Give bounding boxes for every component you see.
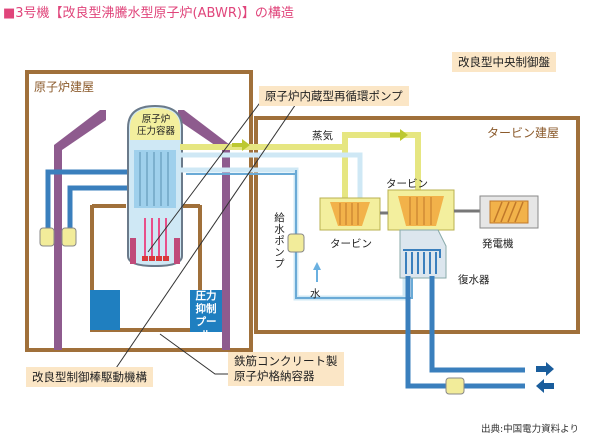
reactor-building-outline	[25, 70, 253, 352]
steam-pipe-upper	[342, 132, 421, 190]
turbine-high-rotor	[398, 196, 444, 226]
internal-pump-right	[174, 238, 180, 264]
steam-arrow-1	[232, 139, 250, 151]
label-internal-pump: 原子炉内蔵型再循環ポンプ	[259, 86, 409, 106]
containment-right-wall	[178, 110, 230, 350]
label-steam: 蒸気	[312, 130, 333, 142]
label-control-rod-drive: 改良型制御棒駆動機構	[26, 367, 153, 387]
pedestal	[90, 205, 202, 332]
turbine-building-outline	[254, 116, 580, 334]
cooling-pipe-out	[405, 276, 525, 389]
label-pressure-vessel-line1: 原子炉	[141, 114, 171, 125]
reactor-core	[134, 150, 176, 208]
containment-left-wall	[54, 110, 106, 350]
feedwater-pump	[287, 233, 305, 253]
steam-pipe-secondary	[180, 152, 363, 198]
label-water: 水	[310, 288, 321, 300]
water-pipe-left-outer	[45, 169, 130, 236]
suppression-pool-right	[190, 290, 222, 332]
label-containment-line1: 鉄筋コンクリート製	[234, 354, 338, 368]
outflow-arrow	[536, 362, 554, 376]
label-generator: 発電機	[482, 238, 514, 250]
pump-left-2	[61, 227, 77, 247]
leader-internal-pump	[147, 95, 266, 253]
cooling-pipe-in	[429, 276, 525, 373]
label-suppression-pool-line2: 抑制	[195, 303, 217, 315]
label-suppression-pool-line1: 圧力	[195, 290, 217, 302]
page-title: ■3号機【改良型沸騰水型原子炉(ABWR)】の構造	[3, 6, 294, 21]
label-turbine-lower: タービン	[330, 238, 372, 250]
water-arrow	[313, 262, 321, 282]
suppression-pool-left	[90, 290, 120, 330]
inflow-arrow	[536, 379, 554, 393]
label-reactor-building: 原子炉建屋	[34, 80, 95, 94]
label-feedwater-pump: 給水ポンプ	[273, 212, 285, 270]
source-credit: 出典:中国電力資料より	[480, 424, 579, 435]
pump-left-1	[39, 227, 55, 247]
label-containment: 鉄筋コンクリート製 原子炉格納容器	[228, 352, 344, 386]
label-suppression-pool: 圧力 抑制 プール	[191, 290, 221, 342]
label-condenser: 復水器	[458, 274, 490, 286]
label-turbine-upper: タービン	[386, 178, 428, 190]
leader-control-rod	[111, 97, 301, 375]
water-pipe-left-inner	[67, 185, 130, 236]
label-central-control: 改良型中央制御盤	[452, 52, 556, 72]
label-turbine-building: タービン建屋	[487, 126, 560, 140]
label-suppression-pool-line3: プール	[195, 316, 217, 341]
steam-arrow-2	[390, 129, 408, 141]
internal-pump-left	[130, 238, 136, 264]
label-containment-line2: 原子炉格納容器	[234, 369, 315, 383]
cooling-pump	[445, 377, 465, 395]
label-pressure-vessel: 原子炉 圧力容器	[136, 114, 176, 138]
vessel-steam-dome	[130, 108, 180, 140]
label-pressure-vessel-line2: 圧力容器	[136, 126, 175, 137]
